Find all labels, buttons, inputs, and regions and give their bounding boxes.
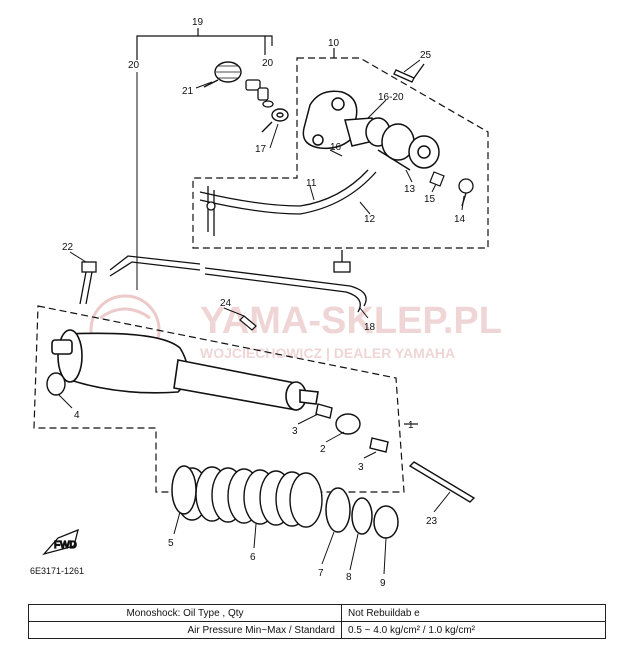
spec-label: Monoshock: Oil Type , Qty: [28, 604, 342, 622]
drawing-code: 6E3171-1261: [30, 566, 85, 576]
o-ring-17: [261, 108, 289, 133]
callout-8: 8: [346, 572, 352, 583]
callout-22: 22: [62, 242, 74, 253]
air-hose-18: [109, 250, 367, 313]
spec-value: Not Rebuildab e: [341, 604, 606, 622]
callout-14: 14: [454, 214, 466, 225]
exploded-parts-diagram: YAMA-SKLEP.PL WOJCIECHOWICZ | DEALER YAM…: [33, 17, 502, 589]
callout-23: 23: [426, 516, 438, 527]
callout-10: 10: [328, 38, 340, 49]
callout-2: 2: [320, 444, 326, 455]
bolt-25: [393, 63, 425, 83]
callout-9: 9: [380, 578, 386, 589]
callout-6: 6: [250, 552, 256, 563]
table-row: Air Pressure Min~Max / Standard 0.5 ~ 4.…: [28, 621, 606, 639]
shock-body-1: [51, 329, 319, 411]
callout-12: 12: [364, 214, 376, 225]
callout-13: 13: [404, 184, 416, 195]
adjuster-knob-21: [203, 61, 242, 88]
circlip-9: [373, 505, 399, 539]
valve-20: [245, 79, 274, 108]
bushing-4: [46, 372, 66, 396]
callout-15: 15: [424, 194, 436, 205]
callout-25: 25: [420, 50, 432, 61]
callout-7: 7: [318, 568, 324, 579]
reservoir-housing-10: [302, 90, 440, 171]
cap-14: [458, 178, 474, 207]
callout-20a: 20: [128, 60, 140, 71]
bracket-19: [136, 28, 273, 60]
front-arrow-icon: FWD: [42, 528, 79, 556]
callout-3a: 3: [292, 426, 298, 437]
spec-value: 0.5 ~ 4.0 kg/cm² / 1.0 kg/cm²: [341, 621, 606, 639]
callout-16-20: 16-20: [378, 92, 404, 103]
callout-21: 21: [182, 86, 194, 97]
bolt-22: [79, 261, 97, 305]
callout-19: 19: [192, 17, 204, 28]
callout-24: 24: [220, 298, 232, 309]
callout-11: 11: [306, 178, 317, 189]
pin-24: [239, 315, 257, 331]
group-box-1: [33, 305, 405, 493]
table-row: Monoshock: Oil Type , Qty Not Rebuildab …: [28, 604, 606, 622]
spec-table: Monoshock: Oil Type , Qty Not Rebuildab …: [28, 604, 606, 639]
washer-8: [351, 497, 373, 535]
rod-23: [408, 461, 476, 503]
seat-5: [171, 465, 197, 515]
screw-15: [429, 171, 445, 187]
callout-5: 5: [168, 538, 174, 549]
leader-lines: [57, 59, 465, 575]
callout-16: 16: [330, 142, 342, 153]
bushing-3a: [315, 403, 333, 419]
bushing-2: [335, 413, 361, 435]
watermark-subtitle: WOJCIECHOWICZ | DEALER YAMAHA: [200, 345, 455, 361]
callout-4: 4: [74, 410, 80, 421]
hose-11-12: [199, 169, 377, 236]
spring-6: [175, 466, 323, 528]
spec-label: Air Pressure Min~Max / Standard: [28, 621, 342, 639]
group-box-10: [192, 57, 489, 249]
front-arrow-label: FWD: [54, 540, 77, 551]
callout-1: 1: [408, 420, 414, 431]
bushing-3b: [369, 437, 389, 453]
collar-7: [325, 487, 351, 533]
callout-17: 17: [255, 144, 267, 155]
callout-20b: 20: [262, 58, 274, 69]
callout-3b: 3: [358, 462, 364, 473]
callout-18: 18: [364, 322, 376, 333]
